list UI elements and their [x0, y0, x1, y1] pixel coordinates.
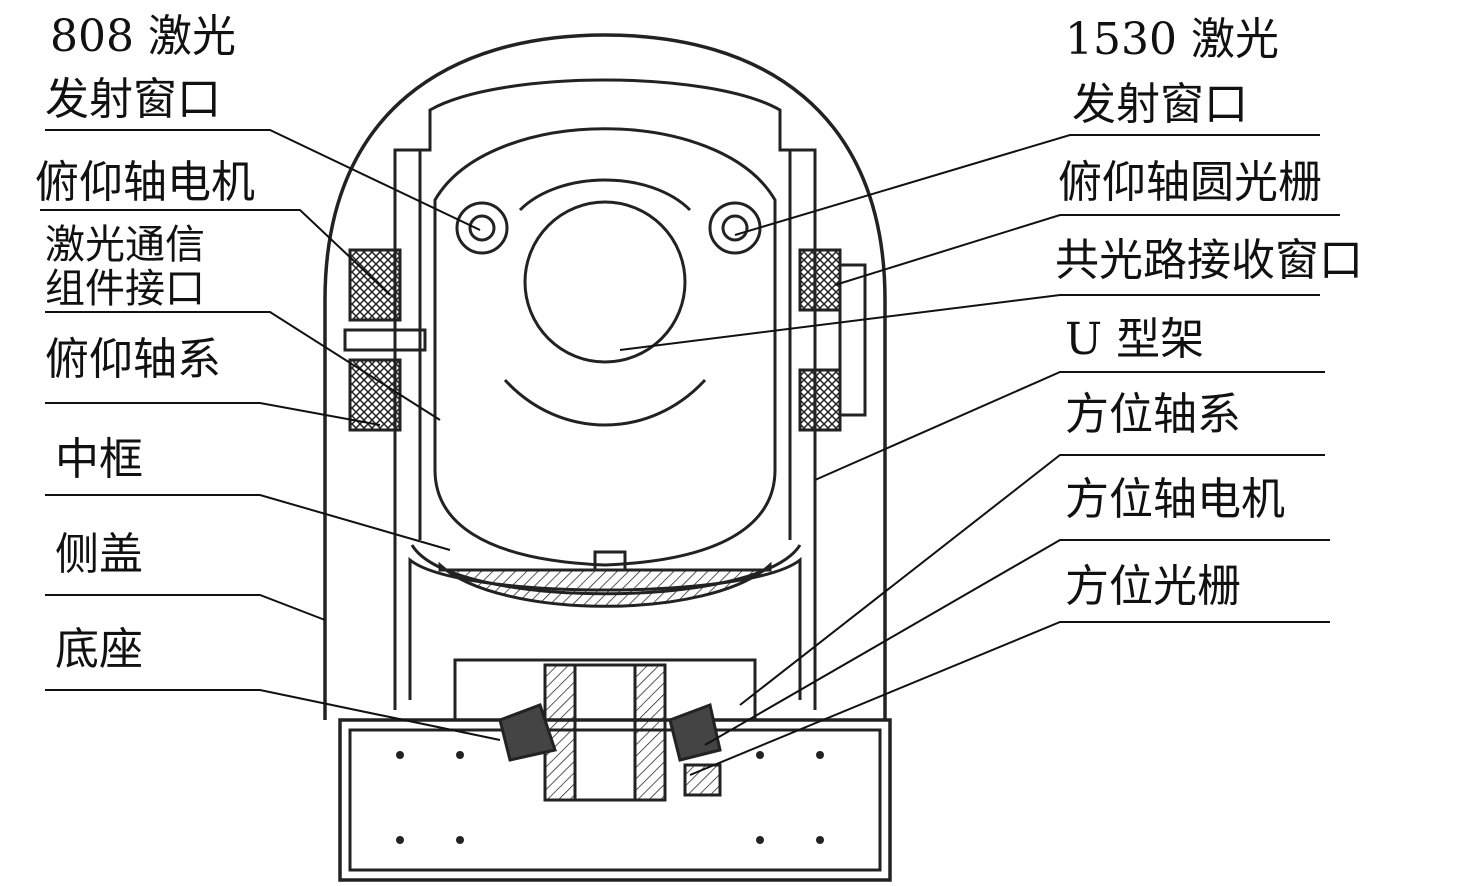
laser-1530-window [708, 201, 762, 255]
receive-window [523, 200, 687, 364]
label-receive-window: 共光路接收窗口 [1055, 235, 1363, 286]
label-azimuth-shaft: 方位轴系 [1065, 389, 1241, 440]
label-side-cover: 侧盖 [55, 529, 143, 580]
middle-frame [433, 127, 777, 567]
label-1530-window: 发射窗口 [1072, 79, 1248, 130]
laser-808-window [455, 201, 509, 255]
label-middle-frame: 中框 [55, 434, 143, 485]
label-808-window: 发射窗口 [45, 74, 221, 125]
leader-lines [40, 129, 1340, 776]
u-frame [393, 78, 817, 710]
label-comm-interface: 组件接口 [45, 266, 205, 312]
label-u-frame: U 型架 [1065, 314, 1205, 365]
label-1530-laser: 1530 激光 [1065, 14, 1279, 65]
label-pitch-shaft: 俯仰轴系 [45, 334, 221, 385]
label-azimuth-motor: 方位轴电机 [1065, 474, 1285, 525]
label-base: 底座 [55, 624, 143, 675]
label-laser-comm: 激光通信 [45, 222, 205, 268]
side-cover [323, 33, 887, 720]
label-pitch-motor: 俯仰轴电机 [35, 157, 255, 208]
label-azimuth-grating: 方位光栅 [1065, 561, 1241, 612]
label-pitch-grating: 俯仰轴圆光栅 [1058, 157, 1322, 208]
label-808-laser: 808 激光 [50, 11, 236, 62]
